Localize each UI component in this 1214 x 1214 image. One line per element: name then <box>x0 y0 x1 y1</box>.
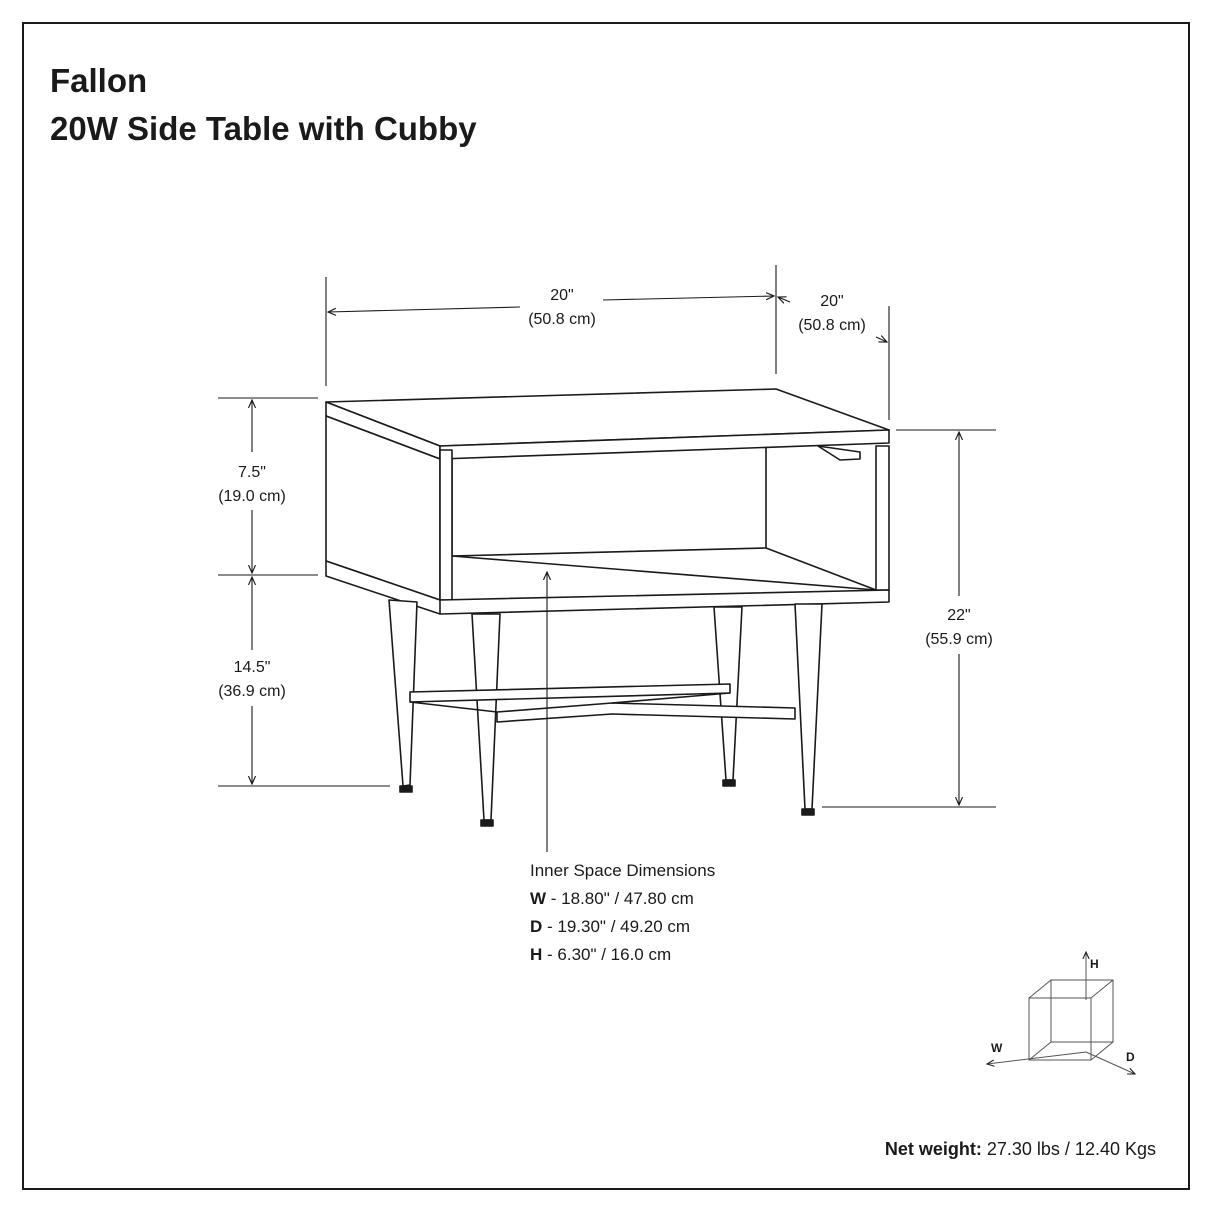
axis-d-label: D <box>1126 1050 1135 1064</box>
total-height-cm: (55.9 cm) <box>925 631 993 648</box>
axes-cube-icon: H W D <box>987 952 1135 1074</box>
inner-depth-row: D - 19.30" / 49.20 cm <box>530 917 691 936</box>
page-frame <box>22 22 1190 1190</box>
dimension-labels: 20" (50.8 cm) 20" (50.8 cm) 7.5" (19.0 c… <box>218 287 993 700</box>
total-height-inches: 22" <box>947 607 970 624</box>
product-title: 20W Side Table with Cubby <box>50 110 477 147</box>
cubby-height-cm: (19.0 cm) <box>218 488 286 505</box>
product-name: Fallon <box>50 62 148 99</box>
inner-width-row: W - 18.80" / 47.80 cm <box>530 889 694 908</box>
net-weight: Net weight: 27.30 lbs / 12.40 Kgs <box>885 1139 1156 1160</box>
cubby-height-inches: 7.5" <box>238 464 266 481</box>
net-weight-value: 27.30 lbs / 12.40 Kgs <box>981 1139 1156 1159</box>
leg-height-cm: (36.9 cm) <box>218 683 286 700</box>
depth-cm: (50.8 cm) <box>798 317 866 334</box>
dimension-lines <box>218 265 996 852</box>
width-inches: 20" <box>550 287 573 304</box>
leg-height-inches: 14.5" <box>234 659 271 676</box>
axis-w-label: W <box>991 1041 1003 1055</box>
inner-space-heading: Inner Space Dimensions <box>530 861 716 880</box>
width-cm: (50.8 cm) <box>528 311 596 328</box>
depth-inches: 20" <box>820 293 843 310</box>
side-table-outline <box>325 388 890 827</box>
net-weight-label: Net weight: <box>884 1139 982 1159</box>
inner-space-dimensions: Inner Space Dimensions W - 18.80" / 47.8… <box>530 857 715 969</box>
axis-h-label: H <box>1090 957 1099 971</box>
inner-height-row: H - 6.30" / 16.0 cm <box>530 945 672 964</box>
